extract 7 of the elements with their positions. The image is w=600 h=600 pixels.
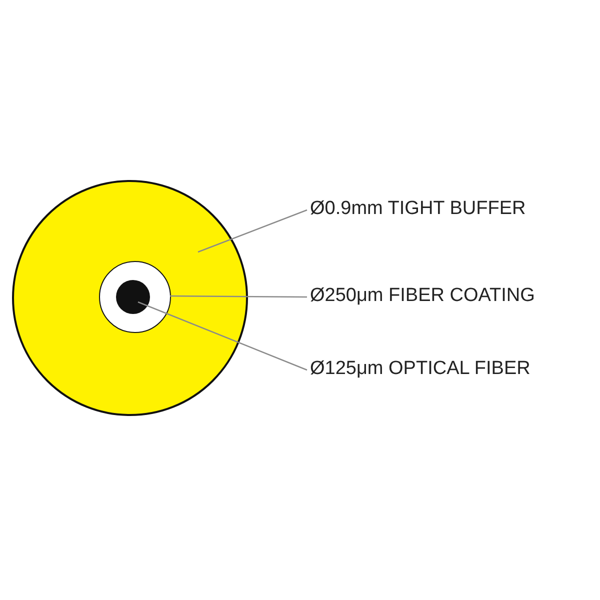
optical-fiber-circle — [116, 280, 150, 314]
leader-line — [170, 295, 307, 298]
part-label: Ø0.9mm TIGHT BUFFER — [310, 198, 526, 220]
leader-line — [138, 301, 308, 371]
part-label: Ø125μm OPTICAL FIBER — [310, 358, 530, 380]
part-label: Ø250μm FIBER COATING — [310, 285, 535, 307]
leader-line — [198, 209, 308, 253]
